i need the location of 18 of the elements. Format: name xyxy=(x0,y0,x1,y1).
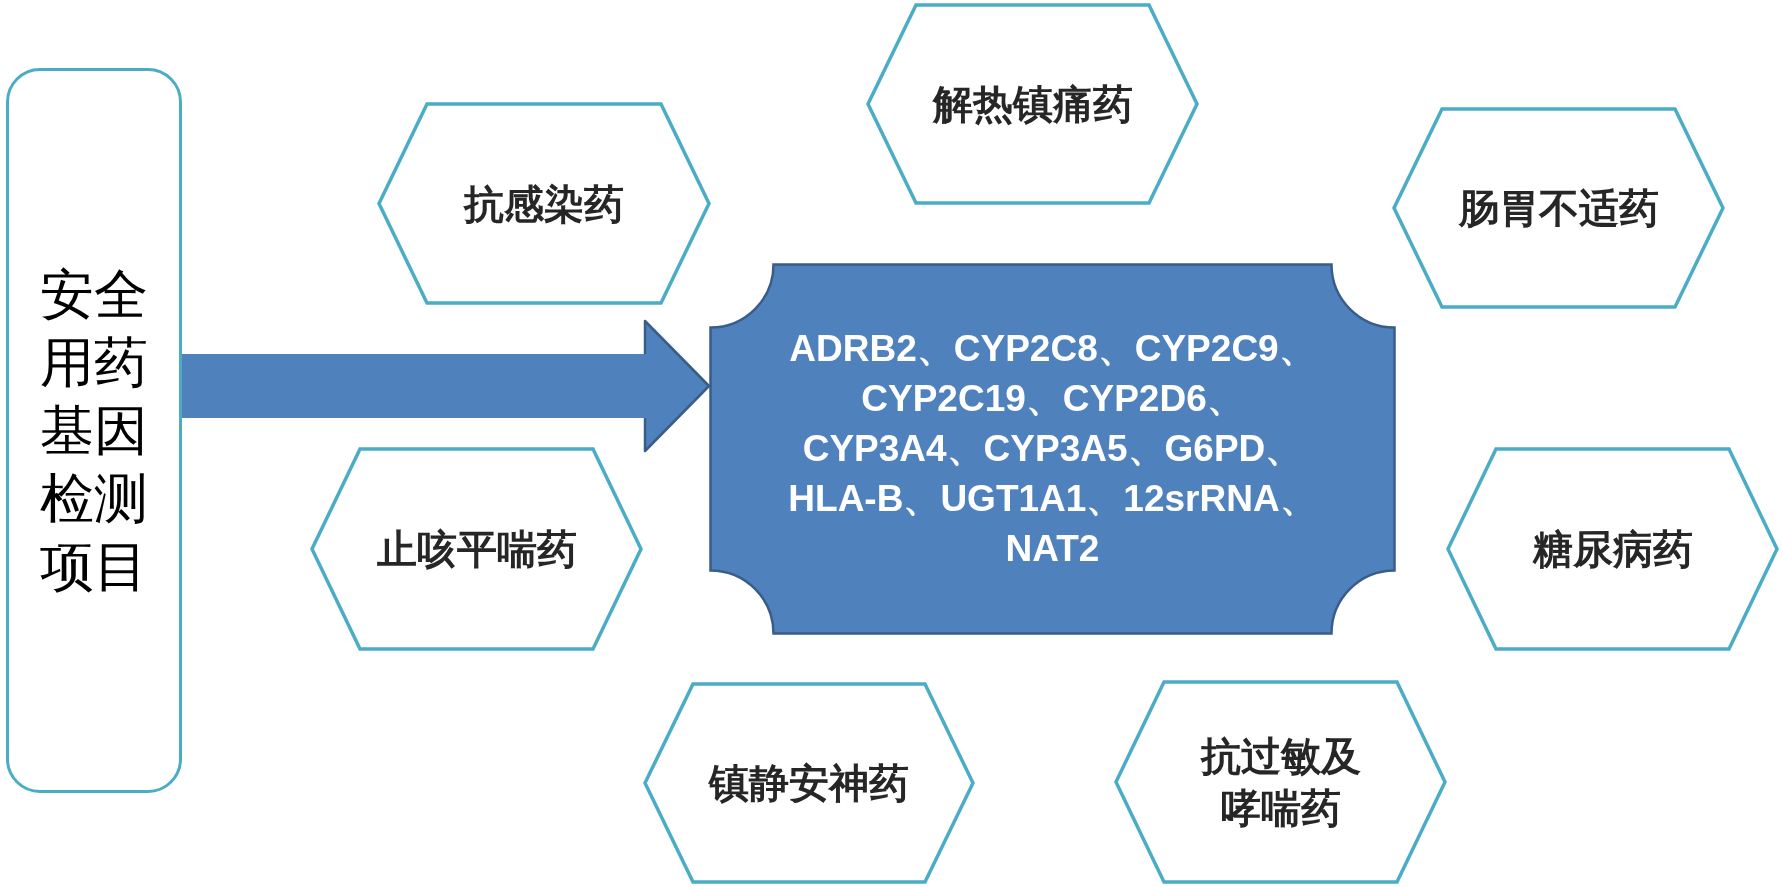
drug-category-label: 解热镇痛药 xyxy=(932,80,1133,129)
title-panel xyxy=(6,68,182,793)
hexagon-node xyxy=(866,3,1199,205)
drug-category-label: 抗感染药 xyxy=(464,179,624,229)
drug-category-label: 糖尿病药 xyxy=(1532,525,1693,574)
vertical-title: 安全用药基因检测项目 xyxy=(39,261,149,600)
drug-category-label: 止咳平喘药 xyxy=(376,525,577,574)
hexagon-node xyxy=(1446,447,1779,651)
hexagon-node xyxy=(1114,680,1447,884)
hexagon-node xyxy=(310,447,643,651)
drug-category-label: 肠胃不适药 xyxy=(1458,184,1659,233)
hexagon-node xyxy=(377,102,711,305)
drug-category-label: 抗过敏及哮喘药 xyxy=(1199,732,1362,833)
hexagon-node xyxy=(643,682,975,884)
hexagon-node xyxy=(1392,107,1725,309)
gene-plaque xyxy=(709,263,1396,635)
drug-category-label: 镇静安神药 xyxy=(709,759,909,808)
gene-list: ADRB2、CYP2C8、CYP2C9、CYP2C19、CYP2D6、CYP3A4、CYP3A5、G6PD、HLA-B、UGT1A1、12srRNA、NAT2 xyxy=(772,324,1333,574)
